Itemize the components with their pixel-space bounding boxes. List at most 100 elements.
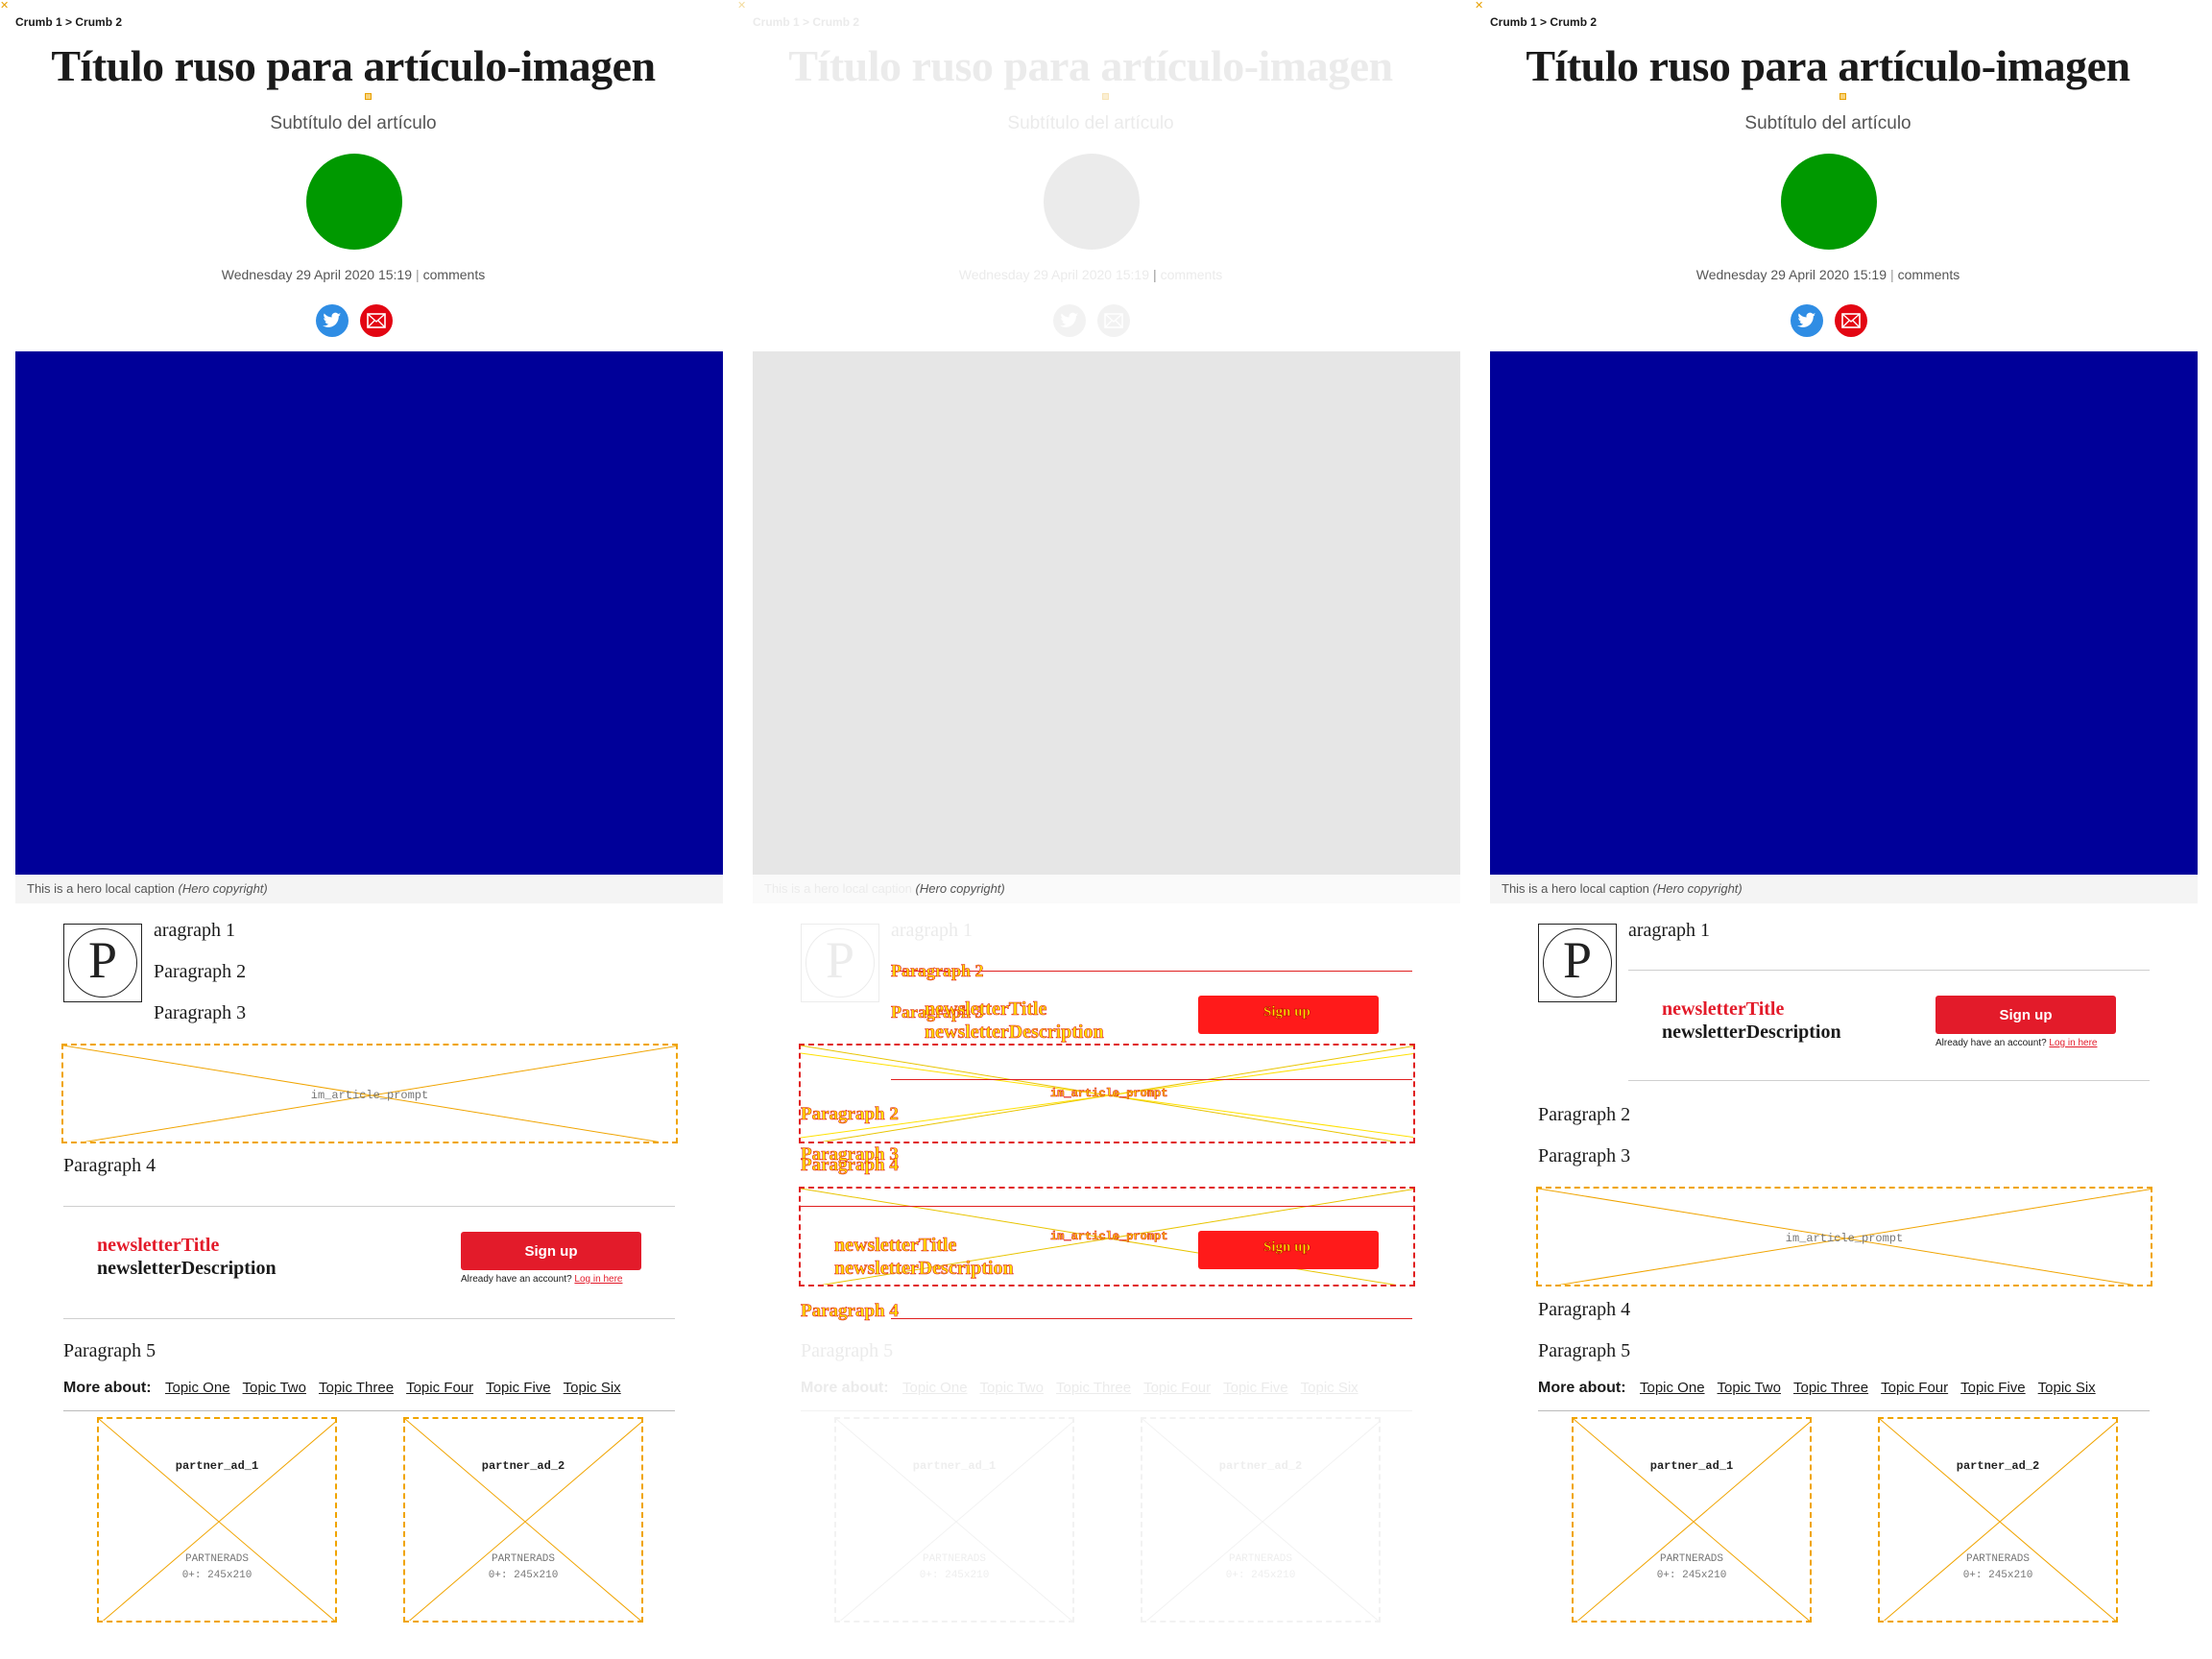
page-subtitle: Subtítulo del artículo [1744,113,1911,133]
anchor-marker [365,93,372,100]
diff-rule [891,1079,1412,1080]
anchor-marker [1102,93,1109,100]
breadcrumb: Crumb 1 > Crumb 2 [15,15,122,29]
layout-marker-icon: ✕ [1475,0,1484,12]
breadcrumb-separator: > [65,15,73,29]
email-icon [1104,313,1123,328]
topic-link[interactable]: Topic Six [1300,1380,1358,1396]
share-email-button[interactable] [1835,304,1867,337]
comments-link[interactable]: comments [1897,267,1960,282]
share-twitter-button[interactable] [1053,304,1086,337]
topic-link[interactable]: Topic Six [563,1380,621,1396]
topic-link[interactable]: Topic Three [1792,1380,1869,1396]
article-prompt-placeholder: im_article_prompt [1536,1187,2152,1286]
paragraph-1: aragraph 1 [891,920,973,941]
article-meta: Wednesday 29 April 2020 15:19|comments [1695,267,1960,282]
page-title: Título ruso para artículo-imagen [1526,41,2130,90]
diff-signup-button [1198,996,1379,1034]
anchor-marker [1839,93,1846,100]
share-twitter-button[interactable] [316,304,349,337]
share-email-button[interactable] [360,304,393,337]
breadcrumb-item[interactable]: Crumb 2 [75,15,123,29]
topic-link[interactable]: Topic Two [1717,1380,1781,1396]
topic-link[interactable]: Topic Five [486,1380,551,1396]
diff-newsletter-description: newsletterDescription [925,1022,1104,1044]
diff-signup-button [1198,1231,1379,1269]
diff-prompt-box-2: im_article_prompt Sign up newsletterTitl… [799,1187,1415,1286]
breadcrumb-item[interactable]: Crumb 1 [1490,15,1537,29]
paragraph-5: Paragraph 5 [801,1340,894,1361]
paragraph-3: Paragraph 3 [1538,1145,1631,1166]
breadcrumb: Crumb 1 > Crumb 2 [753,15,859,29]
comments-link[interactable]: comments [422,267,486,282]
breadcrumb-item[interactable]: Crumb 1 [753,15,800,29]
paragraph-5: Paragraph 5 [63,1340,156,1361]
topic-link[interactable]: Topic Five [1223,1380,1288,1396]
article-meta: Wednesday 29 April 2020 15:19|comments [221,267,486,282]
hero-image [15,351,723,875]
breadcrumb-item[interactable]: Crumb 2 [812,15,860,29]
topic-link[interactable]: Topic Three [318,1380,395,1396]
diff-paragraph-3b: Paragraph 3 [801,1144,899,1166]
diff-paragraph-4b: Paragraph 4 [801,1155,899,1176]
diff-paragraph-4c: Paragraph 4 [801,1301,899,1322]
paragraph-5: Paragraph 5 [1538,1340,1631,1361]
breadcrumb-item[interactable]: Crumb 1 [15,15,62,29]
topic-link[interactable]: Topic Four [1143,1380,1212,1396]
newsletter-title: newsletterTitle [97,1235,220,1256]
author-avatar [1044,154,1140,250]
publish-date: Wednesday 29 April 2020 15:19 [1695,267,1887,282]
diff-prompt-box: im_article_prompt [799,1044,1415,1143]
share-email-button[interactable] [1097,304,1130,337]
topic-link[interactable]: Topic One [1640,1380,1705,1396]
publish-date: Wednesday 29 April 2020 15:19 [958,267,1149,282]
dropcap: P [1538,924,1617,1002]
topic-link[interactable]: Topic Five [1960,1380,2026,1396]
login-link[interactable]: Log in here [574,1274,623,1285]
newsletter-description: newsletterDescription [1662,1022,1841,1043]
email-icon [1841,313,1861,328]
dropcap: P [63,924,142,1002]
diff-newsletter-description: newsletterDescription [834,1258,1014,1280]
topic-link[interactable]: Topic Three [1055,1380,1132,1396]
topic-link[interactable]: Topic One [165,1380,230,1396]
login-link[interactable]: Log in here [2049,1038,2098,1048]
topic-link[interactable]: Topic Two [242,1380,306,1396]
newsletter-signup-button[interactable]: Sign up [1936,996,2116,1034]
diff-rule [891,971,1412,972]
hero-caption: This is a hero local caption (Hero copyr… [15,875,723,903]
topic-link[interactable]: Topic Six [2037,1380,2096,1396]
breadcrumb-item[interactable]: Crumb 2 [1550,15,1598,29]
newsletter-login-text: Already have an account? Log in here [1936,1038,2098,1048]
paragraph-4: Paragraph 4 [63,1155,156,1176]
paragraph-2: Paragraph 2 [1538,1104,1631,1125]
breadcrumb-separator: > [803,15,810,29]
topic-link[interactable]: Topic Two [979,1380,1044,1396]
diff-signup-label: Sign up [1263,1004,1310,1021]
hero-image [1490,351,2198,875]
newsletter-signup-button[interactable]: Sign up [461,1232,641,1270]
diff-rule [891,1318,1412,1319]
comments-link[interactable]: comments [1160,267,1223,282]
page-subtitle: Subtítulo del artículo [1007,113,1174,133]
share-twitter-button[interactable] [1791,304,1823,337]
paragraph-1: aragraph 1 [1628,920,1710,941]
column-layout-b: ✕ Crumb 1 > Crumb 2 Título ruso para art… [1475,0,2198,1659]
layout-marker-icon: ✕ [737,0,747,12]
topic-link[interactable]: Topic Four [406,1380,474,1396]
topic-link[interactable]: Topic One [902,1380,968,1396]
page-title: Título ruso para artículo-imagen [788,41,1393,90]
column-layout-diff: ✕ Crumb 1 > Crumb 2 Título ruso para art… [737,0,1460,1659]
topic-link[interactable]: Topic Four [1881,1380,1949,1396]
newsletter-description: newsletterDescription [97,1258,276,1279]
twitter-icon [323,312,342,327]
